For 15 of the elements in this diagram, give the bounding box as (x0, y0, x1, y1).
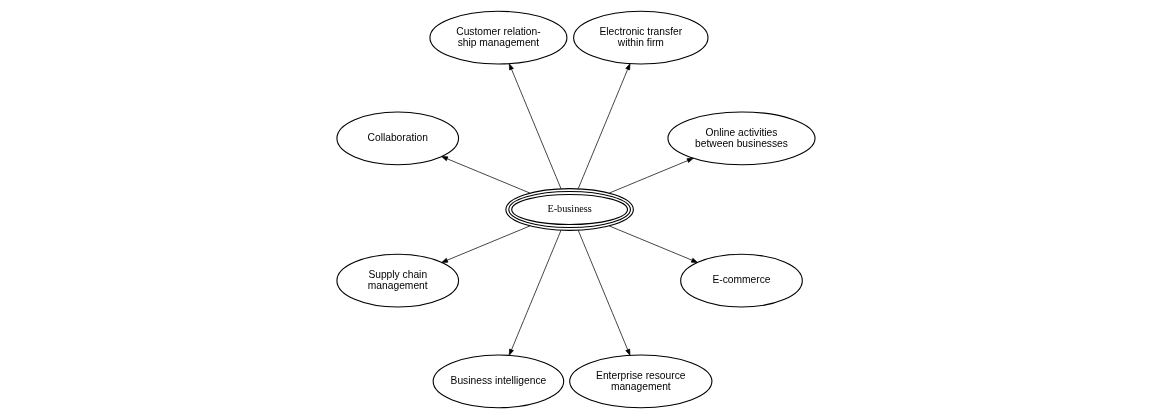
node-ellipse: Business intelligence (432, 354, 564, 409)
node-ellipse: Electronic transfer within firm (572, 10, 709, 65)
arrow (608, 157, 693, 194)
node-ellipse: Enterprise resource management (568, 354, 712, 409)
node-ellipse: Customer relation- ship management (428, 10, 567, 65)
arrow (577, 229, 630, 356)
arrow (508, 63, 561, 190)
node-ellipse: Supply chain management (335, 253, 459, 308)
arrow (508, 229, 561, 356)
arrow (608, 225, 698, 263)
node-ellipse: E-commerce (679, 253, 803, 308)
arrow (440, 156, 530, 194)
arrow (440, 225, 530, 263)
arrow (577, 63, 630, 190)
node-ellipse: Collaboration (335, 111, 459, 166)
